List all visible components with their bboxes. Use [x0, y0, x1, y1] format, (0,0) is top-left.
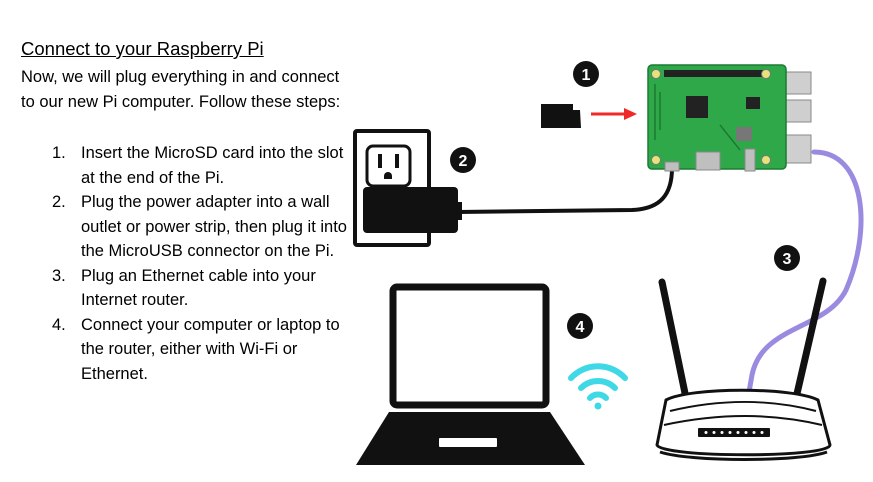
router-icon: [655, 277, 832, 461]
microsd-card-icon: [541, 104, 581, 128]
badge-label: 4: [576, 319, 585, 336]
raspberry-pi-board-icon: [647, 64, 812, 172]
wifi-icon: [568, 363, 628, 410]
step-text: Insert the MicroSD card into the slot at…: [81, 144, 344, 187]
step-text: Plug an Ethernet cable into your Interne…: [81, 266, 316, 310]
badge-label: 3: [783, 251, 792, 268]
step-number: 3.: [52, 266, 66, 285]
laptop-icon: [356, 283, 585, 465]
step-badge-2: 2: [450, 147, 476, 173]
ethernet-cable: [746, 149, 864, 395]
step-text: Connect your computer or laptop to the r…: [81, 315, 340, 383]
step-number: 4.: [52, 315, 66, 334]
power-adapter-icon: [363, 187, 462, 233]
step-item: 1. Insert the MicroSD card into the slot …: [21, 141, 351, 190]
intro-text: Now, we will plug everything in and conn…: [21, 68, 341, 111]
badge-label: 1: [582, 67, 591, 84]
step-item: 2. Plug the power adapter into a wall out…: [21, 190, 351, 264]
badge-label: 2: [459, 153, 468, 170]
insert-arrow: [591, 108, 637, 120]
step-text: Plug the power adapter into a wall outle…: [81, 193, 347, 260]
step-item: 4. Connect your computer or laptop to the…: [21, 313, 351, 387]
step-number: 2.: [52, 193, 66, 211]
power-cable: [457, 167, 674, 214]
step-item: 3. Plug an Ethernet cable into your Inter…: [21, 264, 351, 313]
step-badge-4: 4: [567, 313, 593, 339]
step-badge-1: 1: [573, 61, 599, 87]
page-title: Connect to your Raspberry Pi: [21, 38, 264, 59]
steps-list: 1. Insert the MicroSD card into the slot …: [21, 141, 351, 386]
step-badge-3: 3: [774, 245, 800, 271]
step-number: 1.: [52, 144, 66, 162]
